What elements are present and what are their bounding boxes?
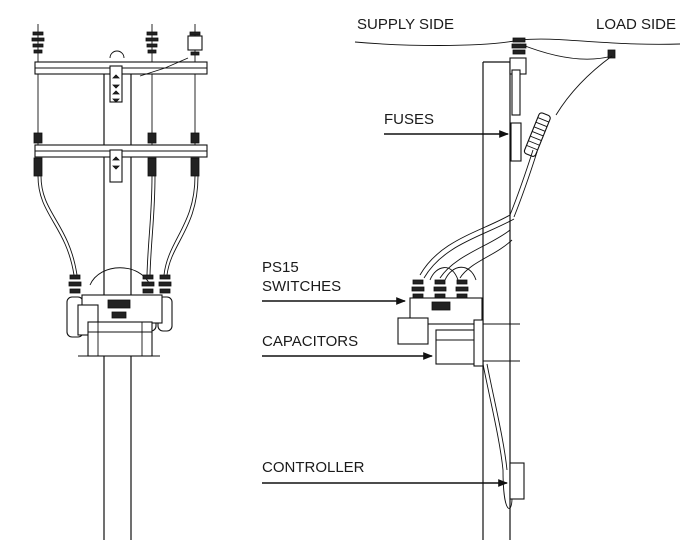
switches-label-line1: PS15 [262, 259, 299, 276]
side-controller [482, 363, 525, 509]
load-side-label: LOAD SIDE [596, 16, 676, 33]
side-switches [409, 279, 483, 325]
front-lower-crossarm [34, 144, 208, 183]
controller-label: CONTROLLER [262, 459, 365, 476]
side-view [354, 37, 680, 540]
fuses-label: FUSES [384, 111, 434, 128]
supply-side-label: SUPPLY SIDE [357, 16, 454, 33]
side-top-insulator [509, 37, 527, 116]
front-view [31, 24, 208, 540]
front-conductors [33, 74, 200, 276]
load-side-connector [607, 49, 616, 59]
side-pole [482, 61, 511, 540]
annotations: SUPPLY SIDE LOAD SIDE FUSES PS15 SWITCHE… [262, 16, 676, 487]
switches-label-line2: SWITCHES [262, 278, 341, 295]
side-capacitors [397, 317, 520, 367]
side-drop-leads [419, 214, 515, 281]
front-top-insulators [31, 24, 203, 77]
front-switch-capacitor-assembly [66, 267, 173, 357]
front-upper-crossarm [34, 61, 208, 103]
side-fuses [509, 55, 613, 218]
capacitors-label: CAPACITORS [262, 333, 358, 350]
